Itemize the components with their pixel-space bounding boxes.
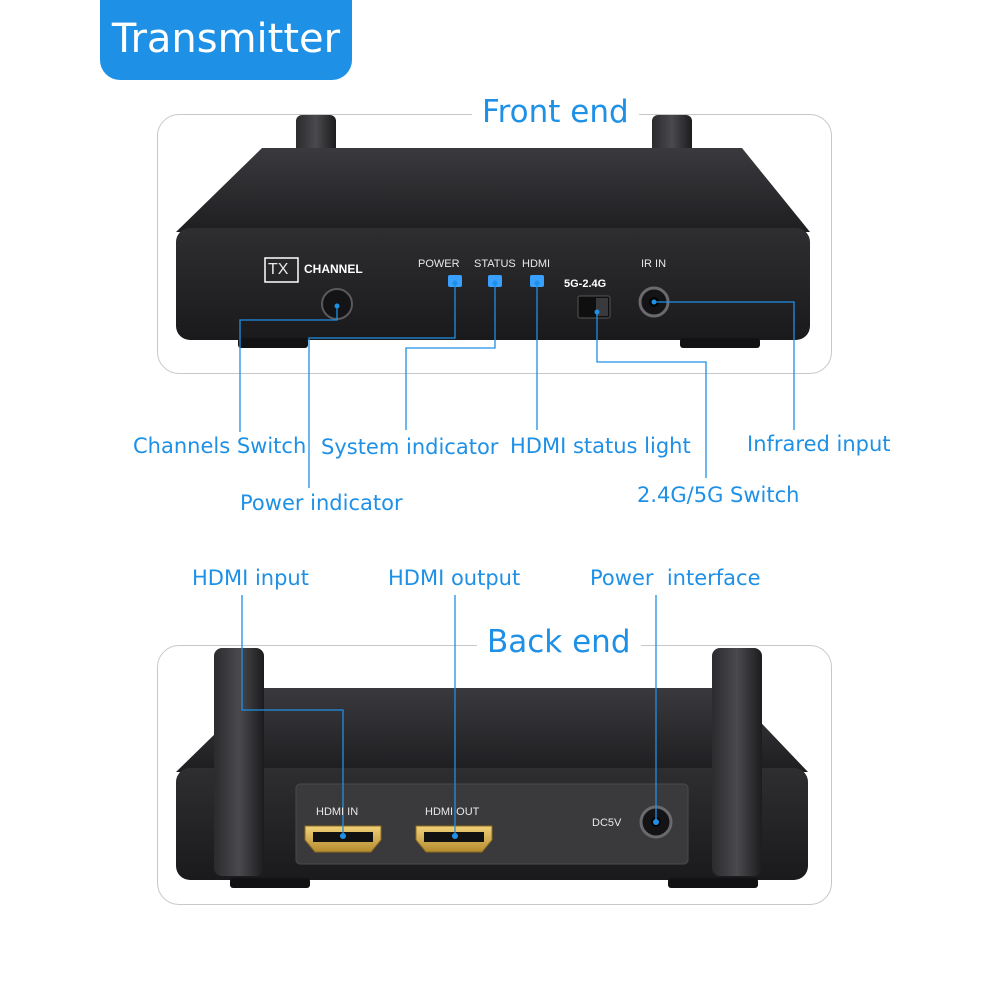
- power-indicator-label: Power indicator: [240, 491, 403, 515]
- front-device-top: [176, 148, 810, 232]
- hdmi-in-label: HDMI IN: [316, 806, 359, 818]
- back-device-foot-left: [230, 878, 310, 888]
- band-switch-label: 2.4G/5G Switch: [637, 483, 800, 507]
- transmitter-badge: Transmitter: [100, 0, 352, 80]
- callout-dots: [334, 280, 659, 839]
- back-antenna-left: [214, 648, 264, 876]
- tx-box: [264, 257, 299, 283]
- back-end-title: Back end: [477, 624, 641, 660]
- page-title: Transmitter: [111, 16, 341, 62]
- power-label: POWER: [418, 258, 460, 270]
- power-interface-label: Power interface: [590, 566, 761, 590]
- front-device-foot-right: [680, 338, 760, 348]
- back-device-foot-right: [668, 878, 758, 888]
- hdmi-out-label: HDMI OUT: [425, 806, 480, 818]
- hdmi-label: HDMI: [522, 258, 551, 270]
- back-antenna-right: [712, 648, 762, 876]
- hdmi-output-label: HDMI output: [388, 566, 521, 590]
- band-label: 5G-2.4G: [564, 278, 607, 290]
- channel-label: CHANNEL: [304, 262, 363, 276]
- ir-label: IR IN: [641, 258, 667, 270]
- front-device-foot-left: [238, 338, 308, 348]
- port-plate: [295, 783, 689, 865]
- channels-switch-label: Channels Switch: [133, 434, 307, 458]
- status-label: STATUS: [474, 258, 516, 270]
- infrared-input-label: Infrared input: [747, 432, 891, 456]
- callout-lines: [239, 283, 795, 836]
- back-device-top: [176, 688, 808, 772]
- tx-label: TX: [268, 261, 289, 278]
- dc-label: DC5V: [592, 817, 622, 829]
- system-indicator-label: System indicator: [321, 435, 499, 459]
- hdmi-status-light-label: HDMI status light: [510, 434, 691, 458]
- hdmi-input-label: HDMI input: [192, 566, 309, 590]
- back-device: [176, 648, 808, 888]
- front-device: [176, 115, 810, 348]
- front-end-title: Front end: [472, 94, 639, 130]
